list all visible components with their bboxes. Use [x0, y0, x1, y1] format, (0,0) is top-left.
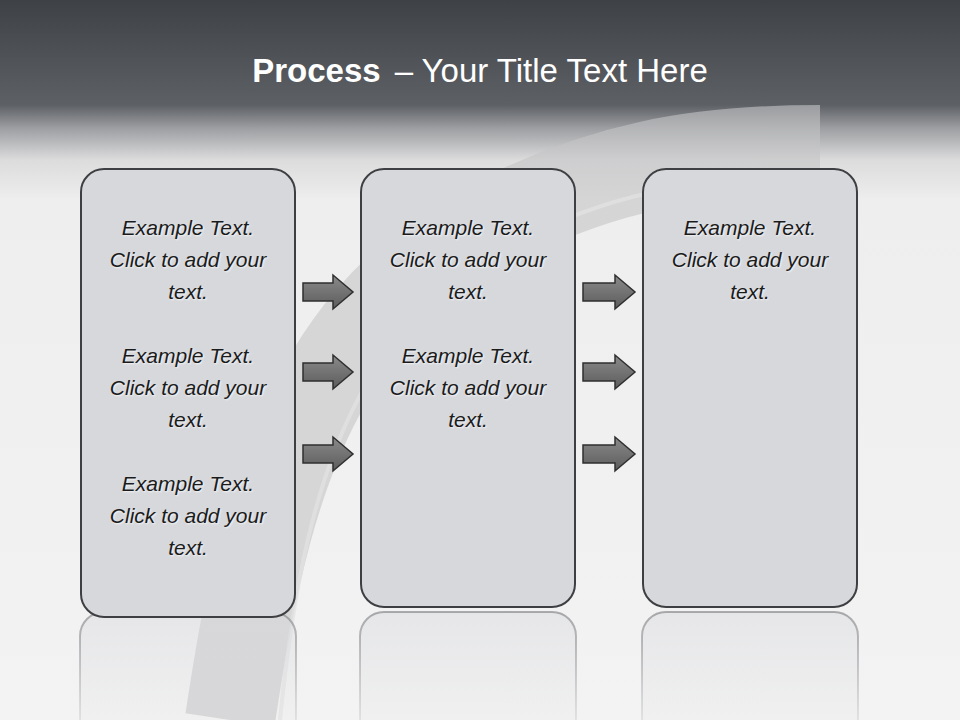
slide-title: Process	[252, 52, 380, 90]
arrow-shape	[583, 355, 635, 389]
title-subtext: – Your Title Text Here	[395, 52, 708, 90]
box-text: Example Text. Click to add your text.	[388, 340, 548, 436]
arrow-shape	[583, 275, 635, 309]
box-reflection	[642, 612, 858, 720]
process-box: Example Text. Click to add your text. Exa…	[360, 168, 576, 608]
title-row: Process – Your Title Text Here	[0, 52, 960, 90]
block-arrow	[583, 437, 635, 471]
box-reflection	[360, 612, 576, 720]
arrow-shape	[303, 355, 353, 389]
box-reflection	[80, 612, 296, 720]
box-text: Example Text. Click to add your text.	[108, 468, 268, 564]
process-box: Example Text. Click to add your text. Exa…	[80, 168, 296, 618]
arrow-shape	[583, 437, 635, 471]
block-arrow	[303, 275, 353, 309]
block-arrow	[303, 437, 353, 471]
arrow-shape	[303, 275, 353, 309]
box-text: Example Text. Click to add your text.	[108, 212, 268, 308]
box-text: Example Text. Click to add your text.	[388, 212, 548, 308]
arrow-shape	[303, 437, 353, 471]
block-arrow	[583, 275, 635, 309]
box-text: Example Text. Click to add your text.	[108, 340, 268, 436]
block-arrow	[583, 355, 635, 389]
block-arrow	[303, 355, 353, 389]
box-text: Example Text. Click to add your text.	[670, 212, 830, 308]
process-box: Example Text. Click to add your text.	[642, 168, 858, 608]
